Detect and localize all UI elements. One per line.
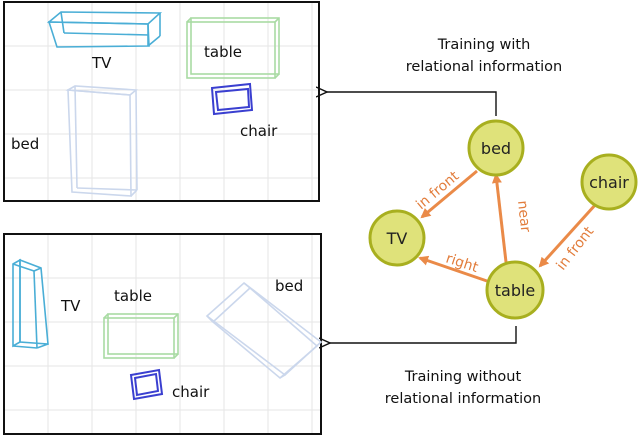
top-bed-box [65,85,139,197]
top-scene-frame [3,1,320,202]
top-tv-label: TV [91,54,112,72]
caption-with-line2: relational information [406,59,562,75]
top-bed-label: bed [11,135,39,153]
node-chair-label: chair [589,173,629,192]
bottom-table-label: table [114,287,152,305]
node-table-label: table [495,281,536,300]
edge-label-chair-table: in front [554,223,598,273]
bottom-table-box [103,313,179,359]
bottom-bed-label: bed [275,277,303,295]
edge-table-tv [418,255,488,283]
arrow-to-top-scene [327,92,497,116]
top-scene-grid [4,2,319,201]
top-table-box [186,17,280,79]
caption-without-line2: relational information [385,391,541,407]
caption-without-line1: Training without [404,369,522,385]
node-bed: bed [467,119,525,177]
top-table-label: table [204,43,242,61]
edge-chair-table [538,202,598,268]
edge-bed-tv [420,169,478,219]
top-chair-box [210,82,254,116]
bottom-scene-grid [4,234,321,434]
edge-label-table-bed: near [514,200,533,234]
bottom-tv-label: TV [60,297,81,315]
node-tv-label: TV [386,229,408,248]
caption-with-line1: Training with [437,37,531,53]
bottom-scene-frame [3,233,322,435]
top-scene-panel: TV table chair bed [3,1,320,202]
node-table: table [485,260,545,320]
top-tv-box [46,11,163,48]
bottom-scene-panel: TV table chair bed [3,233,323,435]
node-bed-label: bed [481,139,511,158]
scene-graph: in front near right in front bed TV tabl… [368,119,638,320]
bottom-tv-box [12,258,49,349]
top-chair-label: chair [240,122,278,140]
bottom-chair-box [129,368,164,401]
node-tv: TV [368,209,426,267]
arrow-to-bottom-scene [330,326,517,343]
edge-table-bed [491,173,508,263]
node-chair: chair [580,153,638,211]
bottom-chair-label: chair [172,383,210,401]
